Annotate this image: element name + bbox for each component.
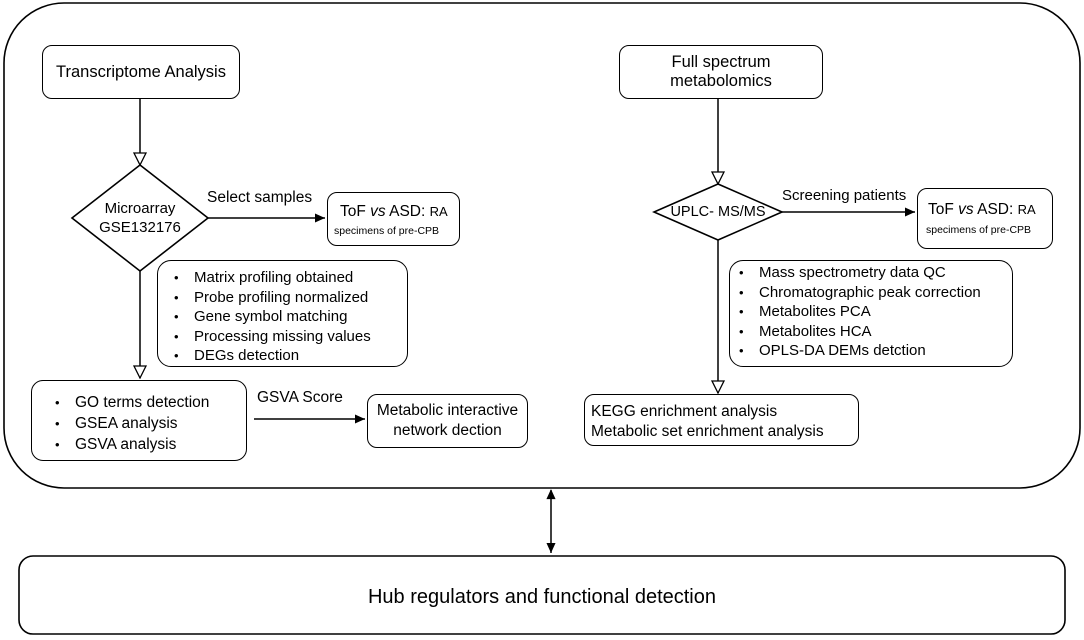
metabolic-set-enrichment-label: Metabolic set enrichment analysis: [591, 423, 824, 440]
transcriptome-steps-box: Matrix profiling obtainedProbe profiling…: [157, 260, 408, 367]
transcriptome-step-item: Probe profiling normalized: [174, 288, 407, 308]
metabolomics-steps-box: Mass spectrometry data QCChromatographic…: [729, 260, 1013, 367]
transcriptome-title: Transcriptome Analysis: [56, 62, 226, 81]
analysis-container: [3, 2, 1081, 489]
metabolomics-box: Full spectrum metabolomics: [619, 45, 823, 99]
screening-patients-label: Screening patients: [782, 187, 907, 204]
gsva-score-label: GSVA Score: [257, 389, 343, 406]
metabolomics-samples-box: ToF vs ASD: RA specimens of pre-CPB: [917, 188, 1053, 249]
transcriptome-step-item: DEGs detection: [174, 346, 407, 366]
metabolomics-samples-specimens: specimens of pre-CPB: [926, 224, 1032, 236]
network-line2: network dection: [393, 422, 502, 439]
samples-comparison: ToF vs ASD: RA: [340, 203, 448, 220]
hub-box: [18, 555, 1066, 635]
metabolomics-title: Full spectrum metabolomics: [670, 53, 772, 90]
metabolomics-steps-list: Mass spectrometry data QCChromatographic…: [730, 263, 1012, 361]
metabolic-network-box: Metabolic interactive network dection: [367, 394, 528, 448]
transcriptome-analysis-box: Transcriptome Analysis: [42, 45, 240, 99]
metabolomics-step-item: Metabolites PCA: [739, 302, 1012, 322]
microarray-label: Microarray GSE132176: [72, 199, 208, 237]
metabolomics-step-item: Mass spectrometry data QC: [739, 263, 1012, 283]
network-line1: Metabolic interactive: [376, 402, 519, 419]
enrichment-box: KEGG enrichment analysis Metabolic set e…: [584, 394, 859, 446]
samples-specimens: specimens of pre-CPB: [334, 225, 440, 237]
transcriptome-analysis-item: GSVA analysis: [55, 434, 246, 455]
select-samples-label: Select samples: [207, 189, 313, 206]
transcriptome-steps-list: Matrix profiling obtainedProbe profiling…: [158, 268, 407, 366]
metabolomics-step-item: Chromatographic peak correction: [739, 283, 1012, 303]
transcriptome-analysis-item: GO terms detection: [55, 392, 246, 413]
hub-label: Hub regulators and functional detection: [367, 586, 716, 608]
metabolomics-step-item: Metabolites HCA: [739, 322, 1012, 342]
kegg-enrichment-label: KEGG enrichment analysis: [591, 403, 778, 420]
transcriptome-analysis-item: GSEA analysis: [55, 413, 246, 434]
transcriptome-samples-box: ToF vs ASD: RA specimens of pre-CPB: [327, 192, 460, 246]
metabolomics-samples-comparison: ToF vs ASD: RA: [928, 201, 1036, 218]
uplc-label: UPLC- MS/MS: [670, 204, 766, 220]
metabolomics-step-item: OPLS-DA DEMs detction: [739, 341, 1012, 361]
microarray-line1: Microarray: [104, 200, 176, 217]
transcriptome-step-item: Gene symbol matching: [174, 307, 407, 327]
transcriptome-step-item: Matrix profiling obtained: [174, 268, 407, 288]
transcriptome-step-item: Processing missing values: [174, 327, 407, 347]
microarray-line2: GSE132176: [99, 219, 181, 236]
